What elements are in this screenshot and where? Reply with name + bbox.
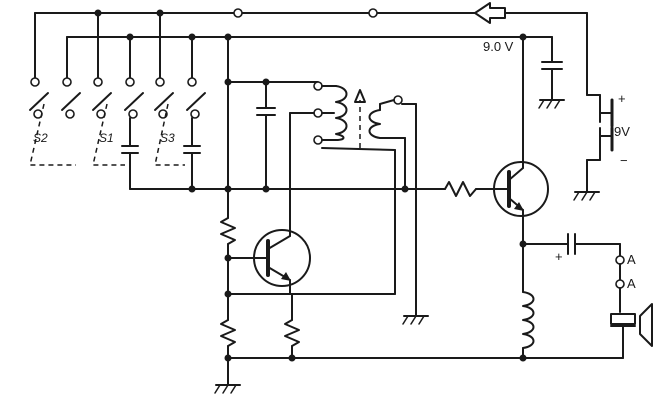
output-choke — [519, 243, 535, 362]
bias-resistor-lower — [220, 319, 236, 347]
battery-plus-label: + — [618, 91, 626, 106]
bias-chain — [214, 36, 241, 394]
jack-a-bottom-terminal — [615, 279, 625, 289]
switch-bank: S2 S1 S3 — [29, 12, 206, 166]
output-transistor — [493, 36, 549, 248]
tank-circuit — [224, 78, 429, 325]
bus-terminal-right — [368, 8, 378, 18]
jack-a-bottom-label: A — [627, 276, 636, 291]
oscillator-coil-primary — [335, 85, 348, 141]
tuning-arrow-icon — [354, 89, 366, 103]
switch-s2-blade-2 — [61, 92, 81, 111]
base-resistor — [444, 181, 477, 197]
output-stage: + A A — [522, 233, 653, 359]
jack-a-top-label: A — [627, 252, 636, 267]
choke-coil — [522, 291, 535, 349]
output-cap-plus-label: + — [555, 249, 563, 264]
battery-voltage-label: 9V — [614, 124, 630, 139]
battery-minus-label: − — [620, 153, 628, 168]
supply-rail: 9.0 V — [66, 33, 553, 79]
speaker-magnet-icon — [610, 313, 636, 325]
switch-s2-gang — [29, 103, 76, 166]
switch-s1-blade-1 — [92, 92, 112, 111]
emitter-resistor — [284, 319, 300, 347]
supply-voltage-label: 9.0 V — [483, 39, 514, 54]
top-bus — [34, 2, 588, 96]
oscillator-transistor — [227, 112, 396, 362]
switch-s1-gang — [92, 103, 125, 166]
switch-s1-blade-2 — [124, 92, 144, 111]
bus-terminal-left — [233, 8, 243, 18]
switch-s3-gang — [154, 103, 185, 166]
switch-s3-blade-1 — [154, 92, 174, 111]
battery: + 9V − — [573, 91, 630, 201]
switch-s3-label: S3 — [160, 131, 175, 145]
oscillator-coil-secondary — [368, 109, 381, 139]
switch-s2-blade-1 — [29, 92, 49, 111]
speaker-icon — [639, 303, 653, 347]
switch-s3-blade-2 — [186, 92, 206, 111]
bias-resistor-upper — [220, 217, 236, 245]
decoupling-capacitor — [538, 36, 565, 109]
jack-a-top-terminal — [615, 255, 625, 265]
selector-capacitors — [121, 117, 201, 193]
input-arrow-icon — [474, 2, 506, 24]
switch-s1-label: S1 — [99, 131, 114, 145]
switch-s2-label: S2 — [33, 131, 48, 145]
base-bus — [129, 181, 501, 197]
